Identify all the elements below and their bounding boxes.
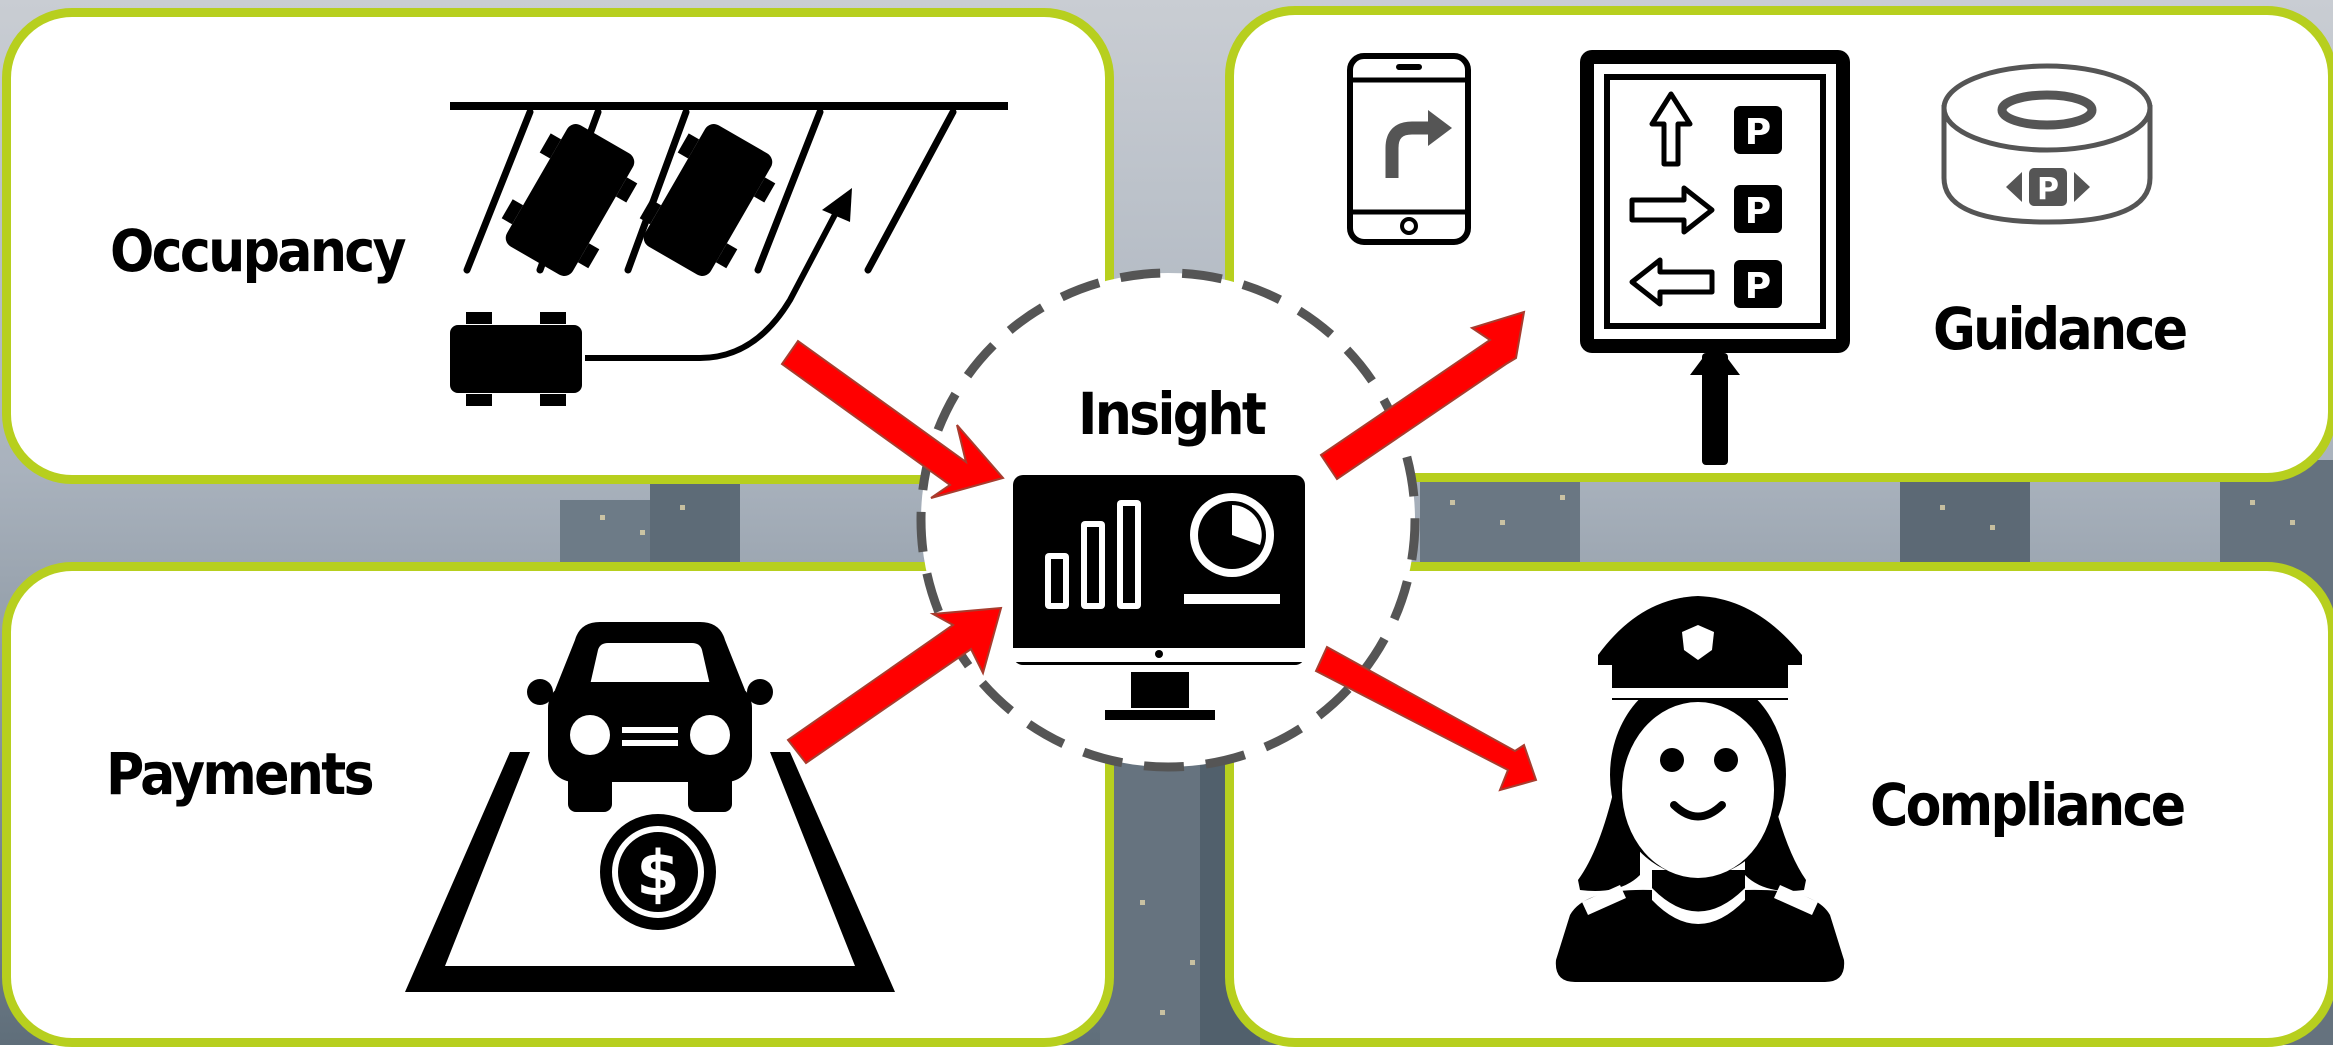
payments-label: Payments <box>106 745 372 803</box>
arrow-payments-to-insight <box>788 608 1001 763</box>
insight-label: Insight <box>1078 385 1264 443</box>
dollar-sign: $ <box>636 837 679 910</box>
sign-p-letter: P <box>1745 191 1771 232</box>
sensor-p-letter: P <box>2037 172 2059 207</box>
occupancy-label: Occupancy <box>110 222 404 280</box>
parking-payment-icon: $ <box>405 622 895 992</box>
smartphone-turn-icon <box>1350 56 1468 242</box>
parking-sensor-icon: P <box>1944 66 2150 222</box>
sign-p-letter: P <box>1745 266 1771 307</box>
guidance-label: Guidance <box>1933 300 2185 358</box>
sign-p-letter: P <box>1745 112 1771 153</box>
compliance-label: Compliance <box>1870 776 2183 834</box>
arrow-insight-to-compliance <box>1316 647 1536 790</box>
parking-lot-icon <box>450 102 1008 406</box>
parking-officer-icon <box>1556 596 1844 982</box>
parking-guidance-sign-icon: P P P <box>1580 50 1850 465</box>
